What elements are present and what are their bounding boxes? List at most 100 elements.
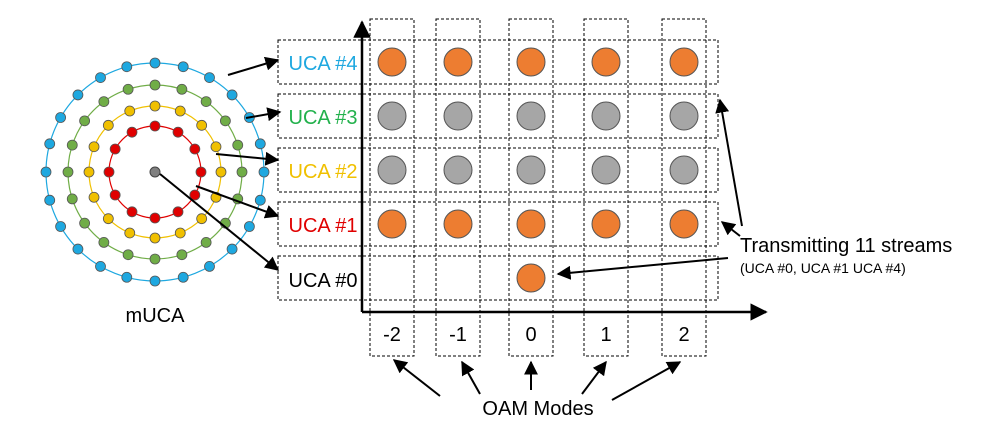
antenna-element-uca2 xyxy=(83,166,95,178)
stream-dot-inactive xyxy=(669,155,699,185)
antenna-element-uca1 xyxy=(172,206,184,218)
arrow-muca-uca3 xyxy=(245,107,282,122)
arrow-annotation-uca1 xyxy=(720,221,741,237)
antenna-element-uca2 xyxy=(124,227,136,239)
antenna-element-uca3 xyxy=(236,166,248,178)
antenna-element-uca3 xyxy=(149,253,161,265)
uca-label-1: UCA #1 xyxy=(289,215,358,237)
arrow-oam-1 xyxy=(581,360,607,395)
stream-dot-active xyxy=(516,209,546,239)
uca-row-box xyxy=(277,255,719,301)
annotation-main: Transmitting 11 streams xyxy=(740,235,952,257)
antenna-element-uca2 xyxy=(149,100,161,112)
muca-label: mUCA xyxy=(126,305,186,327)
arrow-annotation-uca4 xyxy=(715,98,743,227)
antenna-element-uca4 xyxy=(121,61,133,73)
antenna-element-uca2 xyxy=(102,213,114,225)
antenna-element-uca1 xyxy=(189,143,201,155)
annotation-sub: (UCA #0, UCA #1 UCA #4) xyxy=(740,260,906,276)
arrow-muca-uca2 xyxy=(215,151,280,166)
stream-dot-active xyxy=(377,47,407,77)
antenna-element-uca4 xyxy=(55,112,67,123)
antenna-element-uca2 xyxy=(88,191,100,203)
antenna-element-uca2 xyxy=(124,105,136,117)
stream-dot-active xyxy=(591,209,621,239)
uca-label-4: UCA #4 xyxy=(289,53,358,75)
arrow-oam-m1 xyxy=(461,360,481,395)
antenna-element-uca4 xyxy=(204,72,215,84)
arrow-muca-uca0 xyxy=(159,173,280,271)
antenna-element-uca2 xyxy=(196,213,208,225)
antenna-element-uca3 xyxy=(66,139,78,151)
antenna-element-uca1 xyxy=(195,166,207,178)
oam-column-box xyxy=(508,18,554,357)
antenna-element-uca3 xyxy=(79,217,91,229)
antenna-element-uca4 xyxy=(55,221,67,232)
stream-dot-inactive xyxy=(443,101,473,131)
antenna-element-uca3 xyxy=(219,115,231,127)
antenna-element-uca3 xyxy=(176,249,188,261)
muca-array xyxy=(40,57,270,287)
antenna-element-uca4 xyxy=(95,260,106,272)
uca-row-box xyxy=(277,147,719,193)
stream-dot-active xyxy=(443,47,473,77)
antenna-element-uca3 xyxy=(122,249,134,261)
antenna-element-uca1 xyxy=(109,189,121,201)
stream-dot-active xyxy=(669,209,699,239)
antenna-element-uca1 xyxy=(103,166,115,178)
antenna-element-uca3 xyxy=(122,83,134,95)
stream-dot-inactive xyxy=(591,155,621,185)
antenna-element-uca4 xyxy=(177,61,189,73)
oam-column-box xyxy=(661,18,707,357)
antenna-element-uca4 xyxy=(44,138,56,150)
stream-dot-inactive xyxy=(516,101,546,131)
oam-mode-label-2: 2 xyxy=(678,324,689,346)
oam-mode-label-m2: -2 xyxy=(383,324,401,346)
antenna-element-uca3 xyxy=(200,236,212,248)
stream-grid xyxy=(377,47,699,293)
antenna-element-uca3 xyxy=(98,236,110,248)
antenna-element-uca4 xyxy=(204,260,215,272)
antenna-element-uca1 xyxy=(149,212,161,224)
oam-modes-label: OAM Modes xyxy=(482,398,593,420)
antenna-element-uca3 xyxy=(149,79,161,91)
antenna-element-uca3 xyxy=(232,139,244,151)
uca-label-3: UCA #3 xyxy=(289,107,358,129)
antenna-element-uca3 xyxy=(66,193,78,205)
antenna-element-uca4 xyxy=(72,89,84,101)
antenna-element-uca4 xyxy=(95,72,106,84)
antenna-element-uca4 xyxy=(177,271,189,283)
antenna-element-uca2 xyxy=(174,227,186,239)
uca-row-box xyxy=(277,201,719,247)
arrow-oam-2 xyxy=(611,361,682,401)
antenna-element-uca2 xyxy=(174,105,186,117)
antenna-element-uca2 xyxy=(149,232,161,244)
antenna-element-uca1 xyxy=(109,143,121,155)
antenna-element-uca0 xyxy=(149,166,161,178)
antenna-element-uca4 xyxy=(243,221,255,232)
oam-mode-label-1: 1 xyxy=(600,324,611,346)
stream-dot-inactive xyxy=(516,155,546,185)
stream-dot-active xyxy=(443,209,473,239)
antenna-element-uca4 xyxy=(254,194,266,206)
antenna-element-uca3 xyxy=(98,96,110,108)
oam-column-box xyxy=(369,18,415,357)
stream-dot-inactive xyxy=(377,155,407,185)
antenna-element-uca3 xyxy=(79,115,91,127)
antenna-element-uca1 xyxy=(126,126,138,138)
antenna-element-uca4 xyxy=(121,271,133,283)
stream-dot-active xyxy=(516,263,546,293)
antenna-element-uca4 xyxy=(149,275,161,287)
oam-mode-label-m1: -1 xyxy=(449,324,467,346)
antenna-element-uca2 xyxy=(88,141,100,153)
antenna-element-uca4 xyxy=(258,166,270,178)
stream-dot-inactive xyxy=(669,101,699,131)
arrow-oam-m2 xyxy=(392,359,441,397)
antenna-element-uca4 xyxy=(149,57,161,69)
antenna-element-uca1 xyxy=(172,126,184,138)
antenna-element-uca3 xyxy=(62,166,74,178)
stream-dot-inactive xyxy=(443,155,473,185)
antenna-element-uca4 xyxy=(44,194,56,206)
oam-column-box xyxy=(435,18,481,357)
